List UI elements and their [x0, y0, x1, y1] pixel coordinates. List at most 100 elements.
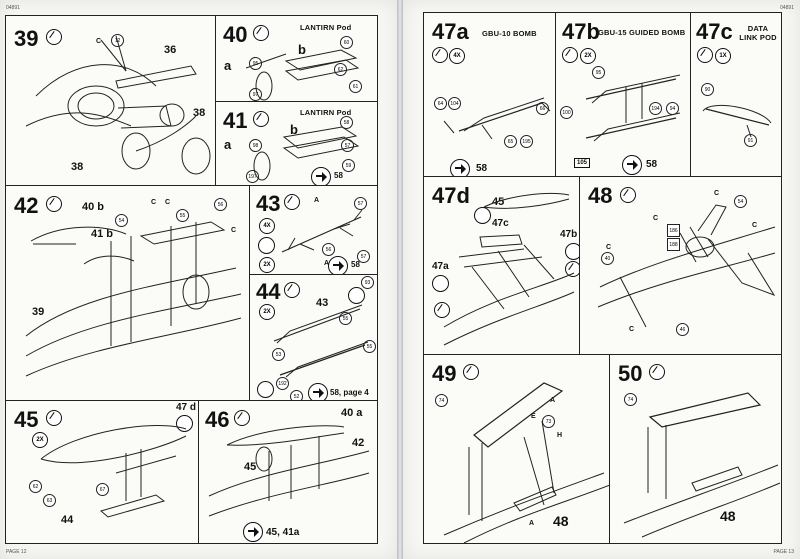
part-100: 100	[560, 106, 573, 119]
marker-a-2: A	[529, 520, 535, 527]
step-number: 47b	[562, 19, 600, 44]
part-188: 188	[667, 238, 680, 251]
part-57-top: 57	[354, 197, 367, 210]
part-74: 74	[435, 394, 448, 407]
arrow-target: 58	[646, 159, 658, 170]
arrow-target: 58	[476, 163, 488, 174]
part-186: 186	[667, 224, 680, 237]
step-number: 40	[223, 22, 248, 47]
callout-47c: 47c	[492, 218, 509, 229]
part-65: 65	[504, 135, 517, 148]
step-number: 47d	[432, 183, 470, 208]
marker-h: H	[557, 432, 563, 439]
left-page-code: 04891	[6, 5, 20, 11]
step-42-drawing	[25, 221, 242, 377]
arrow-target: 58	[351, 260, 360, 269]
step-50-panel: 50 74 48	[609, 354, 782, 544]
part-58: 58	[340, 116, 353, 129]
callout-40b: 40 b	[82, 201, 105, 213]
step-40-drawing	[245, 49, 360, 101]
quantity-badge: 1X	[715, 48, 731, 64]
panel-title: LANTIRN Pod	[300, 108, 352, 117]
right-page-number: PAGE 13	[773, 549, 794, 555]
callout-45: 45	[492, 196, 505, 208]
question-icon-3	[565, 243, 580, 260]
paint-icon	[697, 47, 713, 63]
callout-47a: 47a	[432, 261, 449, 272]
marker-a-1: A	[314, 197, 320, 204]
step-number: 43	[256, 191, 281, 216]
question-icon-2	[432, 275, 449, 292]
paint-icon	[562, 47, 578, 63]
marker-a-2: A	[324, 260, 330, 267]
step-number: 49	[432, 361, 457, 386]
paint-icon-1	[434, 302, 450, 318]
right-page: 04891 47a GBU-10 BOMB 4X 64 104 66 65 19…	[403, 0, 800, 559]
paint-icon	[234, 410, 250, 426]
arrow-target: 45, 41a	[266, 527, 300, 538]
paint-icon	[284, 194, 300, 210]
part-55-right: 55	[363, 340, 376, 353]
part-90: 90	[701, 83, 714, 96]
paint-icon	[46, 29, 62, 45]
part-93: 93	[361, 276, 374, 289]
panel-title: GBU-15 GUIDED BOMB	[598, 28, 686, 37]
left-page-number: PAGE 12	[6, 549, 27, 555]
part-46: 46	[676, 323, 689, 336]
panel-title: LANTIRN Pod	[300, 23, 352, 32]
callout-47d: 47 d	[176, 402, 197, 413]
step-47a-drawing	[443, 97, 551, 140]
paint-icon	[46, 196, 62, 212]
part-53: 53	[272, 348, 285, 361]
quantity-badge: 2X	[259, 304, 275, 320]
question-icon-bottom	[257, 381, 274, 398]
part-55: 55	[176, 209, 189, 222]
step-46-panel: 46 40 a 42 45 45, 41a	[198, 400, 378, 544]
question-icon-top	[348, 287, 365, 304]
step-47d-panel: 47d 45 47c 47a 47b	[423, 176, 581, 356]
label-b: b	[298, 42, 306, 57]
part-62: 62	[29, 480, 42, 493]
part-52: 52	[290, 390, 303, 401]
marker-c-1: C	[151, 199, 157, 206]
paint-icon	[463, 364, 479, 380]
label-b: b	[290, 122, 298, 137]
callout-36: 36	[164, 44, 177, 56]
quantity-badge: 2X	[580, 48, 596, 64]
question-icon	[258, 237, 275, 254]
part-54: 54	[734, 195, 747, 208]
marker-c-4: C	[752, 222, 758, 229]
gutter	[397, 0, 403, 559]
step-45-panel: 45 2X 47 d 62 63 67 44	[5, 400, 200, 544]
paint-icon	[46, 410, 62, 426]
step-48-drawing	[597, 204, 776, 328]
right-page-code: 04891	[780, 5, 794, 11]
arrow-icon	[243, 522, 263, 542]
paint-icon-2	[565, 261, 580, 277]
step-number: 47a	[432, 19, 469, 44]
quantity-badge: 4X	[449, 48, 465, 64]
paint-icon	[253, 25, 269, 41]
step-number: 41	[223, 108, 248, 133]
arrow-icon	[311, 167, 331, 186]
part-60: 60	[340, 36, 353, 49]
part-97: 97	[249, 88, 262, 101]
step-47a-panel: 47a GBU-10 BOMB 4X 64 104 66 65 195 58	[423, 12, 557, 178]
marker-c-2: C	[165, 199, 171, 206]
part-57-bottom: 57	[357, 250, 370, 263]
left-page: 04891 39 36 38 38 12 C	[0, 0, 397, 559]
step-44-drawing	[273, 304, 369, 378]
marker-c-1: C	[714, 190, 720, 197]
part-95: 95	[249, 57, 262, 70]
callout-48: 48	[553, 513, 569, 529]
part-56: 56	[214, 198, 227, 211]
step-48-panel: 48 54 186 188 40 46 C C C C C	[579, 176, 782, 356]
marker-c-3: C	[231, 227, 237, 234]
marker-c: C	[96, 38, 102, 45]
paint-icon	[432, 47, 448, 63]
part-194: 194	[649, 102, 662, 115]
step-number: 42	[14, 193, 39, 218]
paint-icon	[284, 282, 300, 298]
part-54: 54	[115, 214, 128, 227]
